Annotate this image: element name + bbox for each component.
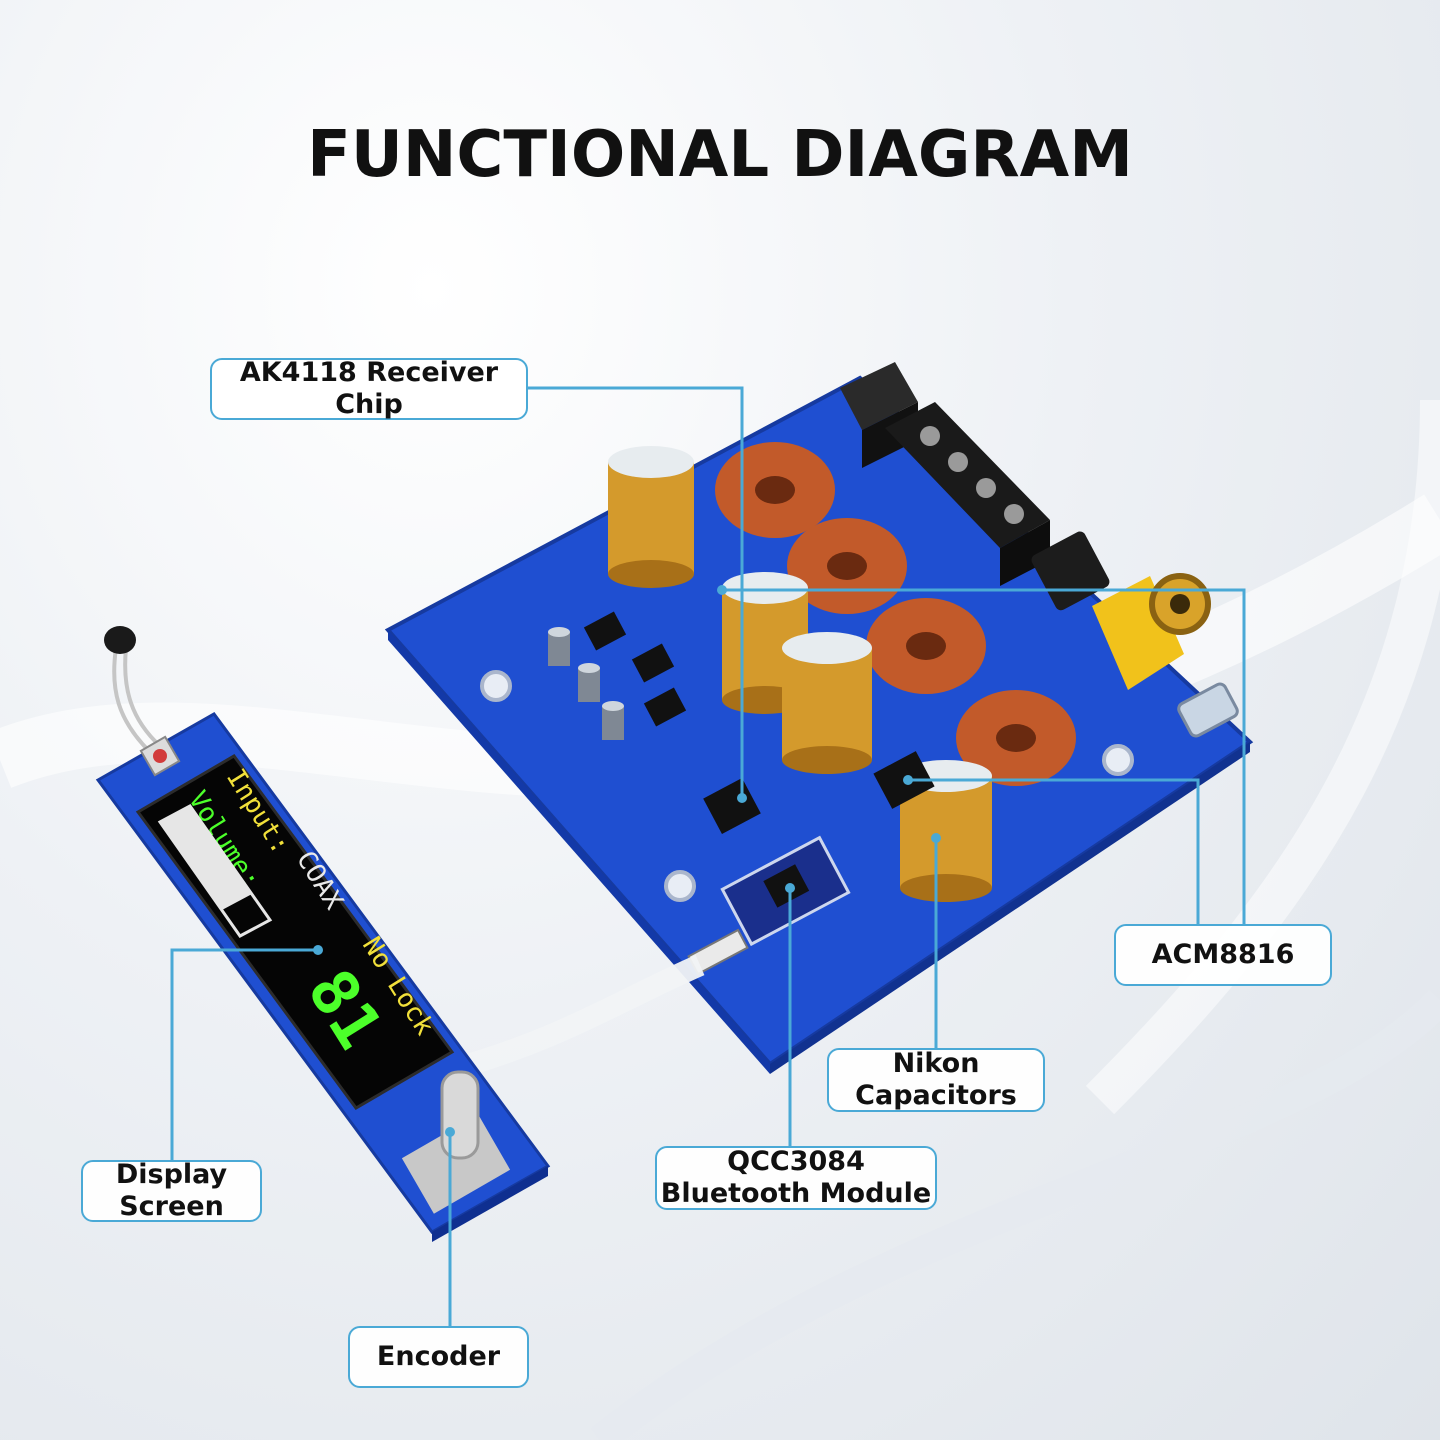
leader-dots [313,585,941,1137]
callout-display-line1: Display [115,1159,228,1190]
ribbon-cable [447,954,705,1081]
page-title: FUNCTIONAL DIAGRAM [307,118,1133,192]
leader-lines [170,386,1246,1326]
callout-nikon-line2: Capacitors [855,1080,1017,1111]
leader-acm8816-top [722,588,1246,924]
callout-acm8816: ACM8816 [1114,924,1332,986]
callout-nikon-capacitors: Nikon Capacitors [827,1048,1045,1112]
capacitor-icon [782,632,872,774]
regulator-chip [583,611,627,651]
leader-display [170,948,318,1160]
callout-ak4118: AK4118 Receiver Chip [210,357,528,420]
callout-display-screen: Display Screen [81,1159,262,1222]
callout-ak4118-text: AK4118 Receiver Chip [239,357,499,420]
leader-ak4118 [527,386,744,798]
callout-qcc-line2: Bluetooth Module [660,1178,932,1209]
oled-volume-bar [157,804,273,938]
callout-display-line2: Screen [119,1191,224,1222]
inductor-icon [956,690,1076,786]
usb-connector-icon [1177,682,1239,738]
mounting-hole [480,670,512,702]
capacitor-icon [608,446,694,588]
inductor-icon [866,598,986,694]
callout-encoder-text: Encoder [376,1341,501,1372]
regulator-chip [631,643,675,683]
mounting-hole [664,870,696,902]
inductor-icon [715,442,835,538]
small-capacitor-icon [548,627,624,740]
callout-qcc-line1: QCC3084 [727,1146,865,1177]
ak4118-chip [703,778,761,834]
callout-acm8816-text: ACM8816 [1151,939,1295,970]
mounting-hole [1102,744,1134,776]
ir-receiver-icon [104,626,162,754]
callout-nikon-line1: Nikon [892,1048,980,1079]
speaker-terminal-icon [885,402,1050,586]
regulator-chip [643,687,687,727]
callout-qcc3084: QCC3084 Bluetooth Module [655,1146,937,1210]
leader-acm8816-low [908,778,1200,924]
callout-encoder: Encoder [348,1326,529,1388]
